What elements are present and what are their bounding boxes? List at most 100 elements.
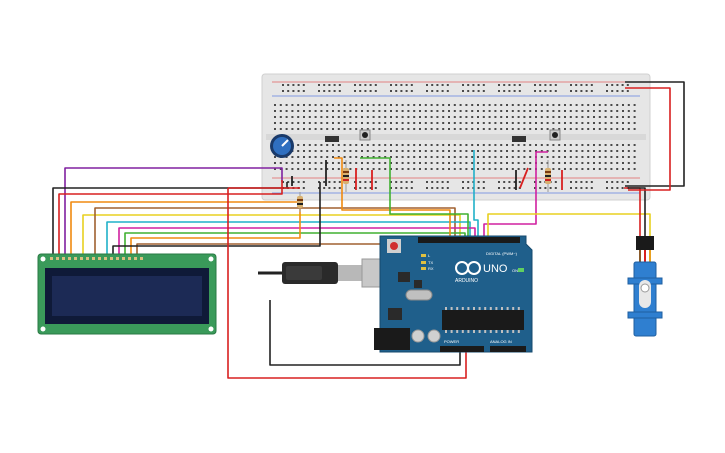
pin-hole xyxy=(465,128,468,130)
pin-hole xyxy=(424,162,427,164)
reset-button[interactable] xyxy=(390,242,398,250)
pin-hole xyxy=(517,168,520,170)
pin-hole xyxy=(529,104,532,106)
pin-hole xyxy=(604,116,607,118)
resistor-1[interactable] xyxy=(343,160,349,192)
pin-hole xyxy=(361,144,363,146)
pin-hole xyxy=(405,84,408,86)
pin-hole xyxy=(482,181,485,183)
pin-hole xyxy=(535,104,537,106)
pushbutton-1[interactable] xyxy=(359,129,371,141)
pin-hole xyxy=(459,168,462,170)
pin-hole xyxy=(610,128,613,130)
pin-hole xyxy=(279,122,282,124)
pin-hole xyxy=(413,150,416,152)
pin-hole xyxy=(570,187,572,189)
pin-hole xyxy=(366,104,369,106)
pin-hole xyxy=(297,150,300,152)
pin-hole xyxy=(478,330,481,333)
pin-hole xyxy=(598,128,601,130)
wire-brown2-lcd xyxy=(136,243,480,255)
arduino-uno[interactable]: UNO ARDUINO DIGITAL (PWM~) POWER ANALOG … xyxy=(374,235,533,353)
pin-hole xyxy=(598,168,601,170)
pin-hole xyxy=(359,181,362,183)
pin-hole xyxy=(355,150,358,152)
pin-hole xyxy=(292,181,295,183)
pin-hole xyxy=(517,156,520,158)
pin-hole xyxy=(332,116,334,118)
pin-hole xyxy=(616,168,619,170)
pin-hole xyxy=(308,168,311,170)
pin-hole xyxy=(616,110,619,112)
servo-motor[interactable] xyxy=(627,236,663,337)
usb-cable[interactable] xyxy=(258,258,393,288)
pin-hole xyxy=(465,110,468,112)
dc-jack[interactable] xyxy=(374,328,410,350)
resistor-3[interactable] xyxy=(297,192,303,212)
pin-hole xyxy=(332,110,334,112)
pin-hole xyxy=(332,162,334,164)
potentiometer[interactable] xyxy=(270,134,294,158)
pin-hole xyxy=(549,187,552,189)
power-header xyxy=(440,346,484,352)
pin-hole xyxy=(343,162,346,164)
pin-hole xyxy=(598,116,601,118)
pin-hole xyxy=(506,122,508,124)
pin-hole xyxy=(285,110,288,112)
pin-hole xyxy=(465,104,468,106)
pin-hole xyxy=(413,156,416,158)
pin-hole xyxy=(291,128,294,130)
pin-hole xyxy=(593,162,595,164)
pin-hole xyxy=(323,84,326,86)
lcd-display[interactable] xyxy=(37,253,217,335)
wire-purple xyxy=(64,167,283,255)
pin-hole xyxy=(569,150,572,152)
pin-hole xyxy=(575,122,578,124)
pin-hole xyxy=(378,128,381,130)
pin-hole xyxy=(484,307,487,310)
resistor-2[interactable] xyxy=(545,160,551,192)
pin-hole xyxy=(513,181,516,183)
pin-hole xyxy=(465,150,468,152)
pin-hole xyxy=(326,150,329,152)
pin-hole xyxy=(361,128,363,130)
pin-hole xyxy=(621,90,624,92)
pin-hole xyxy=(494,110,497,112)
pin-hole xyxy=(633,110,636,112)
pin-hole xyxy=(494,104,497,106)
pin-hole xyxy=(517,128,520,130)
pin-hole xyxy=(355,162,358,164)
pin-hole xyxy=(587,110,590,112)
pin-hole xyxy=(430,110,433,112)
pin-hole xyxy=(462,84,464,86)
pin-hole xyxy=(540,122,543,124)
pin-hole xyxy=(511,116,514,118)
pin-hole xyxy=(611,84,614,86)
pin-hole xyxy=(575,156,578,158)
pushbutton-2[interactable] xyxy=(549,129,561,141)
slide-switch-2[interactable] xyxy=(512,136,526,142)
pin-hole xyxy=(581,150,584,152)
pin-hole xyxy=(627,150,630,152)
pin-hole xyxy=(361,110,363,112)
pin-hole xyxy=(558,110,561,112)
pin-hole xyxy=(552,168,555,170)
pin-hole xyxy=(501,307,503,310)
pin-hole xyxy=(511,162,514,164)
pin-hole xyxy=(523,128,526,130)
pin-hole xyxy=(478,307,481,310)
pin-hole xyxy=(503,90,506,92)
pin-hole xyxy=(297,122,300,124)
pin-hole xyxy=(461,330,464,333)
pin-hole xyxy=(366,128,369,130)
pin-hole xyxy=(494,168,497,170)
pin-hole xyxy=(349,150,352,152)
slide-switch-1[interactable] xyxy=(325,136,339,142)
pin-hole xyxy=(314,168,317,170)
breadboard[interactable] xyxy=(261,73,651,201)
pin-hole xyxy=(436,144,439,146)
pin-hole xyxy=(349,116,352,118)
pin-hole xyxy=(465,156,468,158)
pin-hole xyxy=(593,168,595,170)
